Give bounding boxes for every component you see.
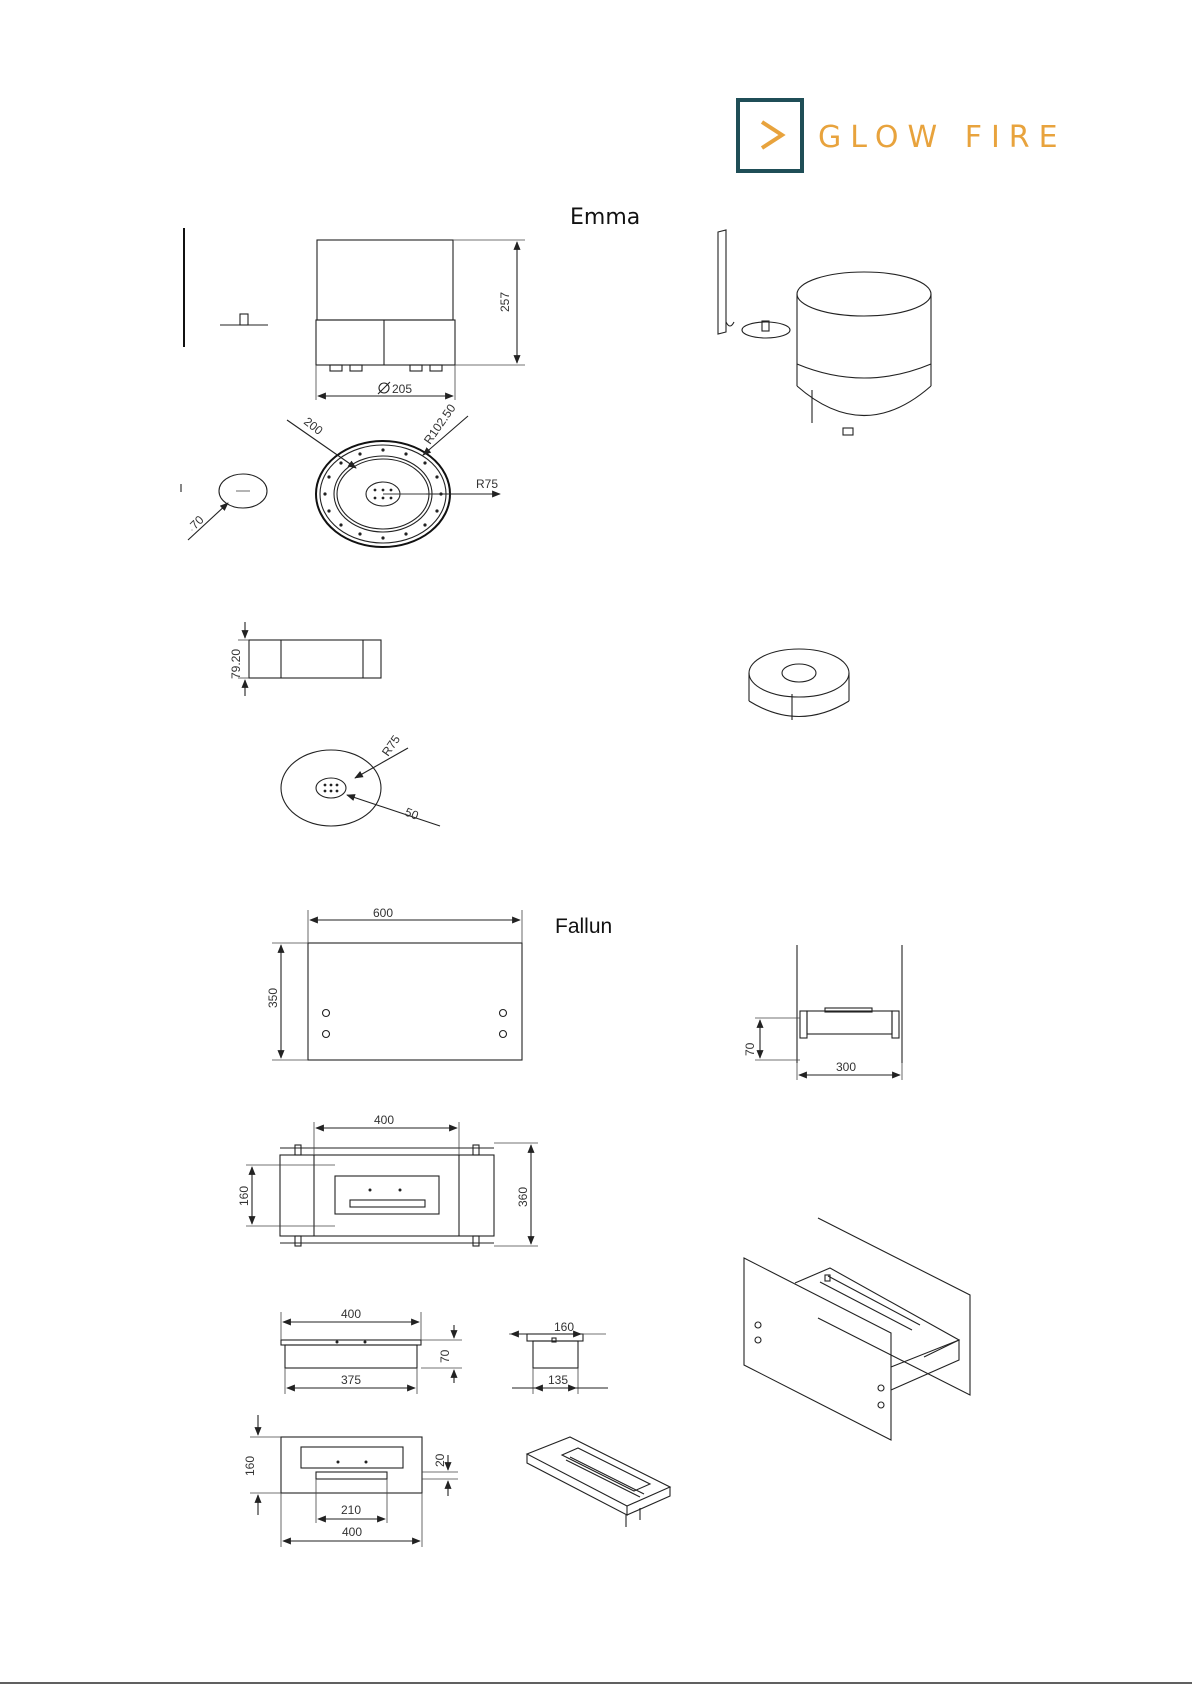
dim-emma-burner-height: 79.20 (229, 649, 243, 679)
emma-burner-top-view: R75 50 (281, 732, 440, 826)
dim-fallun-burner-h: 70 (438, 1349, 452, 1363)
dim-fallun-top-small: 20 (433, 1453, 447, 1467)
fallun-burner-isometric (527, 1437, 670, 1527)
dim-emma-lid: 70 (187, 513, 207, 533)
dim-emma-height: 257 (498, 292, 512, 312)
dim-fallun-top-inner: 210 (341, 1503, 361, 1517)
dim-fallun-top-h: 160 (243, 1456, 257, 1476)
dim-fallun-side-width: 300 (836, 1060, 856, 1074)
fallun-side-elevation: 70 300 (743, 945, 902, 1080)
dim-fallun-plan-burner: 400 (374, 1113, 394, 1127)
dim-fallun-side-height: 70 (743, 1042, 757, 1056)
dim-fallun-panel-height: 350 (266, 988, 280, 1008)
dim-fallun-burner-bottom: 375 (341, 1373, 361, 1387)
brand-name: GLOW FIRE (818, 120, 1067, 155)
dim-fallun-top-total: 400 (342, 1525, 362, 1539)
fallun-front-elevation: 600 350 (266, 906, 522, 1060)
emma-lid-top-view: 70 (187, 474, 267, 540)
dim-fallun-end-top: 160 (554, 1320, 574, 1334)
logo-box-icon (738, 100, 802, 171)
dim-emma-inner-radius: R75 (476, 477, 498, 491)
dim-fallun-plan-left: 160 (237, 1186, 251, 1206)
dim-emma-diameter: 205 (392, 382, 412, 396)
section-title-fallun: Fallun (555, 915, 612, 938)
section-title-emma: Emma (570, 205, 640, 230)
dim-emma-burner-radius: R75 (379, 732, 403, 758)
emma-burner-elevation: 79.20 (229, 622, 381, 696)
fallun-burner-top-view: 160 20 210 400 (243, 1415, 458, 1547)
fallun-plan-view: 400 160 360 (237, 1113, 538, 1246)
dim-emma-top-diameter: 200 (301, 414, 326, 438)
chevron-right-icon (762, 122, 782, 148)
emma-front-elevation: 257 205 (316, 240, 525, 400)
emma-top-view: 200 R102.50 R75 (287, 401, 500, 547)
fallun-burner-front: 400 375 70 (281, 1307, 462, 1394)
fallun-burner-end: 160 135 (509, 1320, 608, 1394)
brand-logo: GLOW FIRE (738, 100, 1067, 171)
emma-burner-isometric (749, 649, 849, 720)
dim-fallun-end-bottom: 135 (548, 1373, 568, 1387)
dim-fallun-plan-right: 360 (516, 1187, 530, 1207)
fallun-isometric-view (744, 1218, 970, 1440)
dim-fallun-burner-top: 400 (341, 1307, 361, 1321)
dim-emma-burner-hole: 50 (403, 805, 421, 823)
emma-handle-side-view (181, 228, 268, 492)
dim-fallun-panel-width: 600 (373, 906, 393, 920)
emma-isometric-view (718, 230, 931, 435)
